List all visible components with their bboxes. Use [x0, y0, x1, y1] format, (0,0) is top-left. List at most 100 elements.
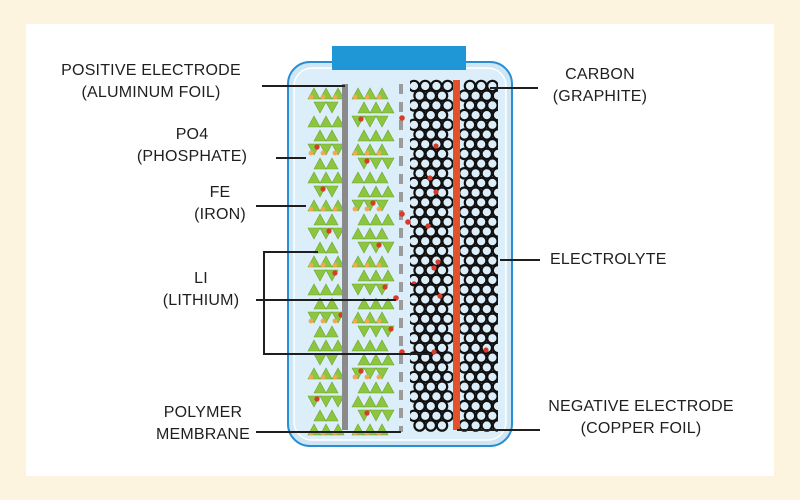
phosphate-triangle [325, 241, 339, 254]
phosphate-triangle [331, 283, 345, 296]
phosphate-triangle [363, 283, 377, 296]
phosphate-triangle [357, 269, 371, 282]
phosphate-triangle [351, 199, 365, 212]
iron-dot [352, 374, 358, 380]
phosphate-triangle [381, 269, 395, 282]
graphite-ring [441, 293, 454, 306]
iron-dot [332, 262, 338, 268]
label-polymer-membrane-line1: POLYMER [163, 404, 243, 421]
graphite-ring [441, 196, 454, 209]
intercalated-lithium [435, 259, 441, 265]
phosphate-triangle [319, 339, 333, 352]
phosphate-triangle [351, 171, 365, 184]
phosphate-triangle [357, 325, 371, 338]
graphite-ring [441, 331, 454, 345]
graphite-ring [491, 128, 498, 141]
label-positive-electrode: POSITIVE ELECTRODE (ALUMINUM FOIL) [44, 60, 258, 104]
graphite-ring [441, 137, 454, 151]
phosphate-triangle [325, 129, 339, 142]
iron-dot [308, 206, 314, 212]
phosphate-triangle [331, 115, 345, 128]
label-iron-line2: (IRON) [194, 206, 246, 223]
graphite-ring [486, 409, 498, 423]
intercalated-lithium [431, 265, 437, 271]
label-lithium-line1: LI [194, 270, 208, 287]
leader-lithium-bracket [263, 251, 430, 355]
iron-dot [376, 374, 382, 380]
label-electrolyte: ELECTROLYTE [550, 249, 690, 271]
phosphate-triangle [351, 283, 365, 296]
phosphate-triangle [369, 409, 383, 422]
graphite-ring [491, 244, 498, 258]
graphite-ring [491, 322, 498, 335]
phosphate-triangle [351, 395, 365, 408]
battery-terminal [332, 46, 466, 70]
lithium-dot [314, 144, 320, 150]
phosphate-triangle [381, 381, 395, 394]
iron-dot [308, 150, 314, 156]
phosphate-triangle [363, 395, 377, 408]
graphite-ring [486, 351, 498, 364]
phosphate-triangle [319, 171, 333, 184]
iron-dot [376, 206, 382, 212]
label-carbon-line2: (GRAPHITE) [552, 88, 648, 105]
iron-dot [352, 94, 358, 100]
graphite-ring [491, 167, 498, 180]
graphite-ring [486, 137, 498, 151]
phosphate-triangle [381, 213, 395, 226]
iron-dot [308, 318, 314, 324]
phosphate-triangle [357, 241, 371, 254]
phosphate-triangle [319, 115, 333, 128]
phosphate-triangle [357, 353, 371, 366]
phosphate-triangle [369, 129, 383, 142]
iron-dot [364, 374, 370, 380]
lithium-dot [358, 116, 364, 122]
lithium-dot [332, 270, 338, 276]
graphite-ring [486, 196, 498, 209]
phosphate-triangle [369, 269, 383, 282]
aluminum-foil [342, 84, 348, 430]
lithium-dot [388, 326, 394, 332]
iron-dot [320, 150, 326, 156]
phosphate-triangle [319, 143, 333, 156]
phosphate-triangle [369, 325, 383, 338]
graphite-ring [441, 390, 454, 403]
graphite-ring [435, 360, 449, 374]
phosphate-triangle [313, 101, 327, 114]
lithium-ion [399, 211, 405, 217]
graphite-ring [486, 79, 498, 93]
iron-dot [364, 262, 370, 268]
phosphate-triangle [351, 227, 365, 240]
lithium-dot [314, 396, 320, 402]
iron-dot [332, 94, 338, 100]
graphite-ring [435, 147, 449, 161]
phosphate-triangle [319, 395, 333, 408]
graphite-ring [435, 244, 449, 258]
intercalated-lithium [483, 347, 489, 353]
phosphate-triangle [381, 185, 395, 198]
intercalated-lithium [433, 143, 439, 149]
iron-dot [364, 318, 370, 324]
phosphate-triangle [363, 227, 377, 240]
iron-dot [352, 150, 358, 156]
phosphate-triangle [313, 325, 327, 338]
label-carbon-line1: CARBON [565, 66, 635, 83]
phosphate-triangle [325, 157, 339, 170]
iron-dot [332, 206, 338, 212]
phosphate-triangle [375, 171, 389, 184]
iron-dot [308, 262, 314, 268]
intercalated-lithium [433, 189, 439, 195]
label-phosphate-line1: PO4 [175, 126, 209, 143]
lithium-dot [370, 200, 376, 206]
graphite-ring [486, 370, 498, 384]
phosphate-triangle [313, 409, 327, 422]
graphite-ring [491, 205, 498, 219]
graphite-ring [441, 273, 454, 287]
lithium-dot [358, 368, 364, 374]
graphite-ring [491, 147, 498, 161]
phosphate-triangle [369, 297, 383, 310]
phosphate-triangle [325, 101, 339, 114]
intercalated-lithium [437, 293, 443, 299]
graphite-ring [486, 215, 498, 229]
